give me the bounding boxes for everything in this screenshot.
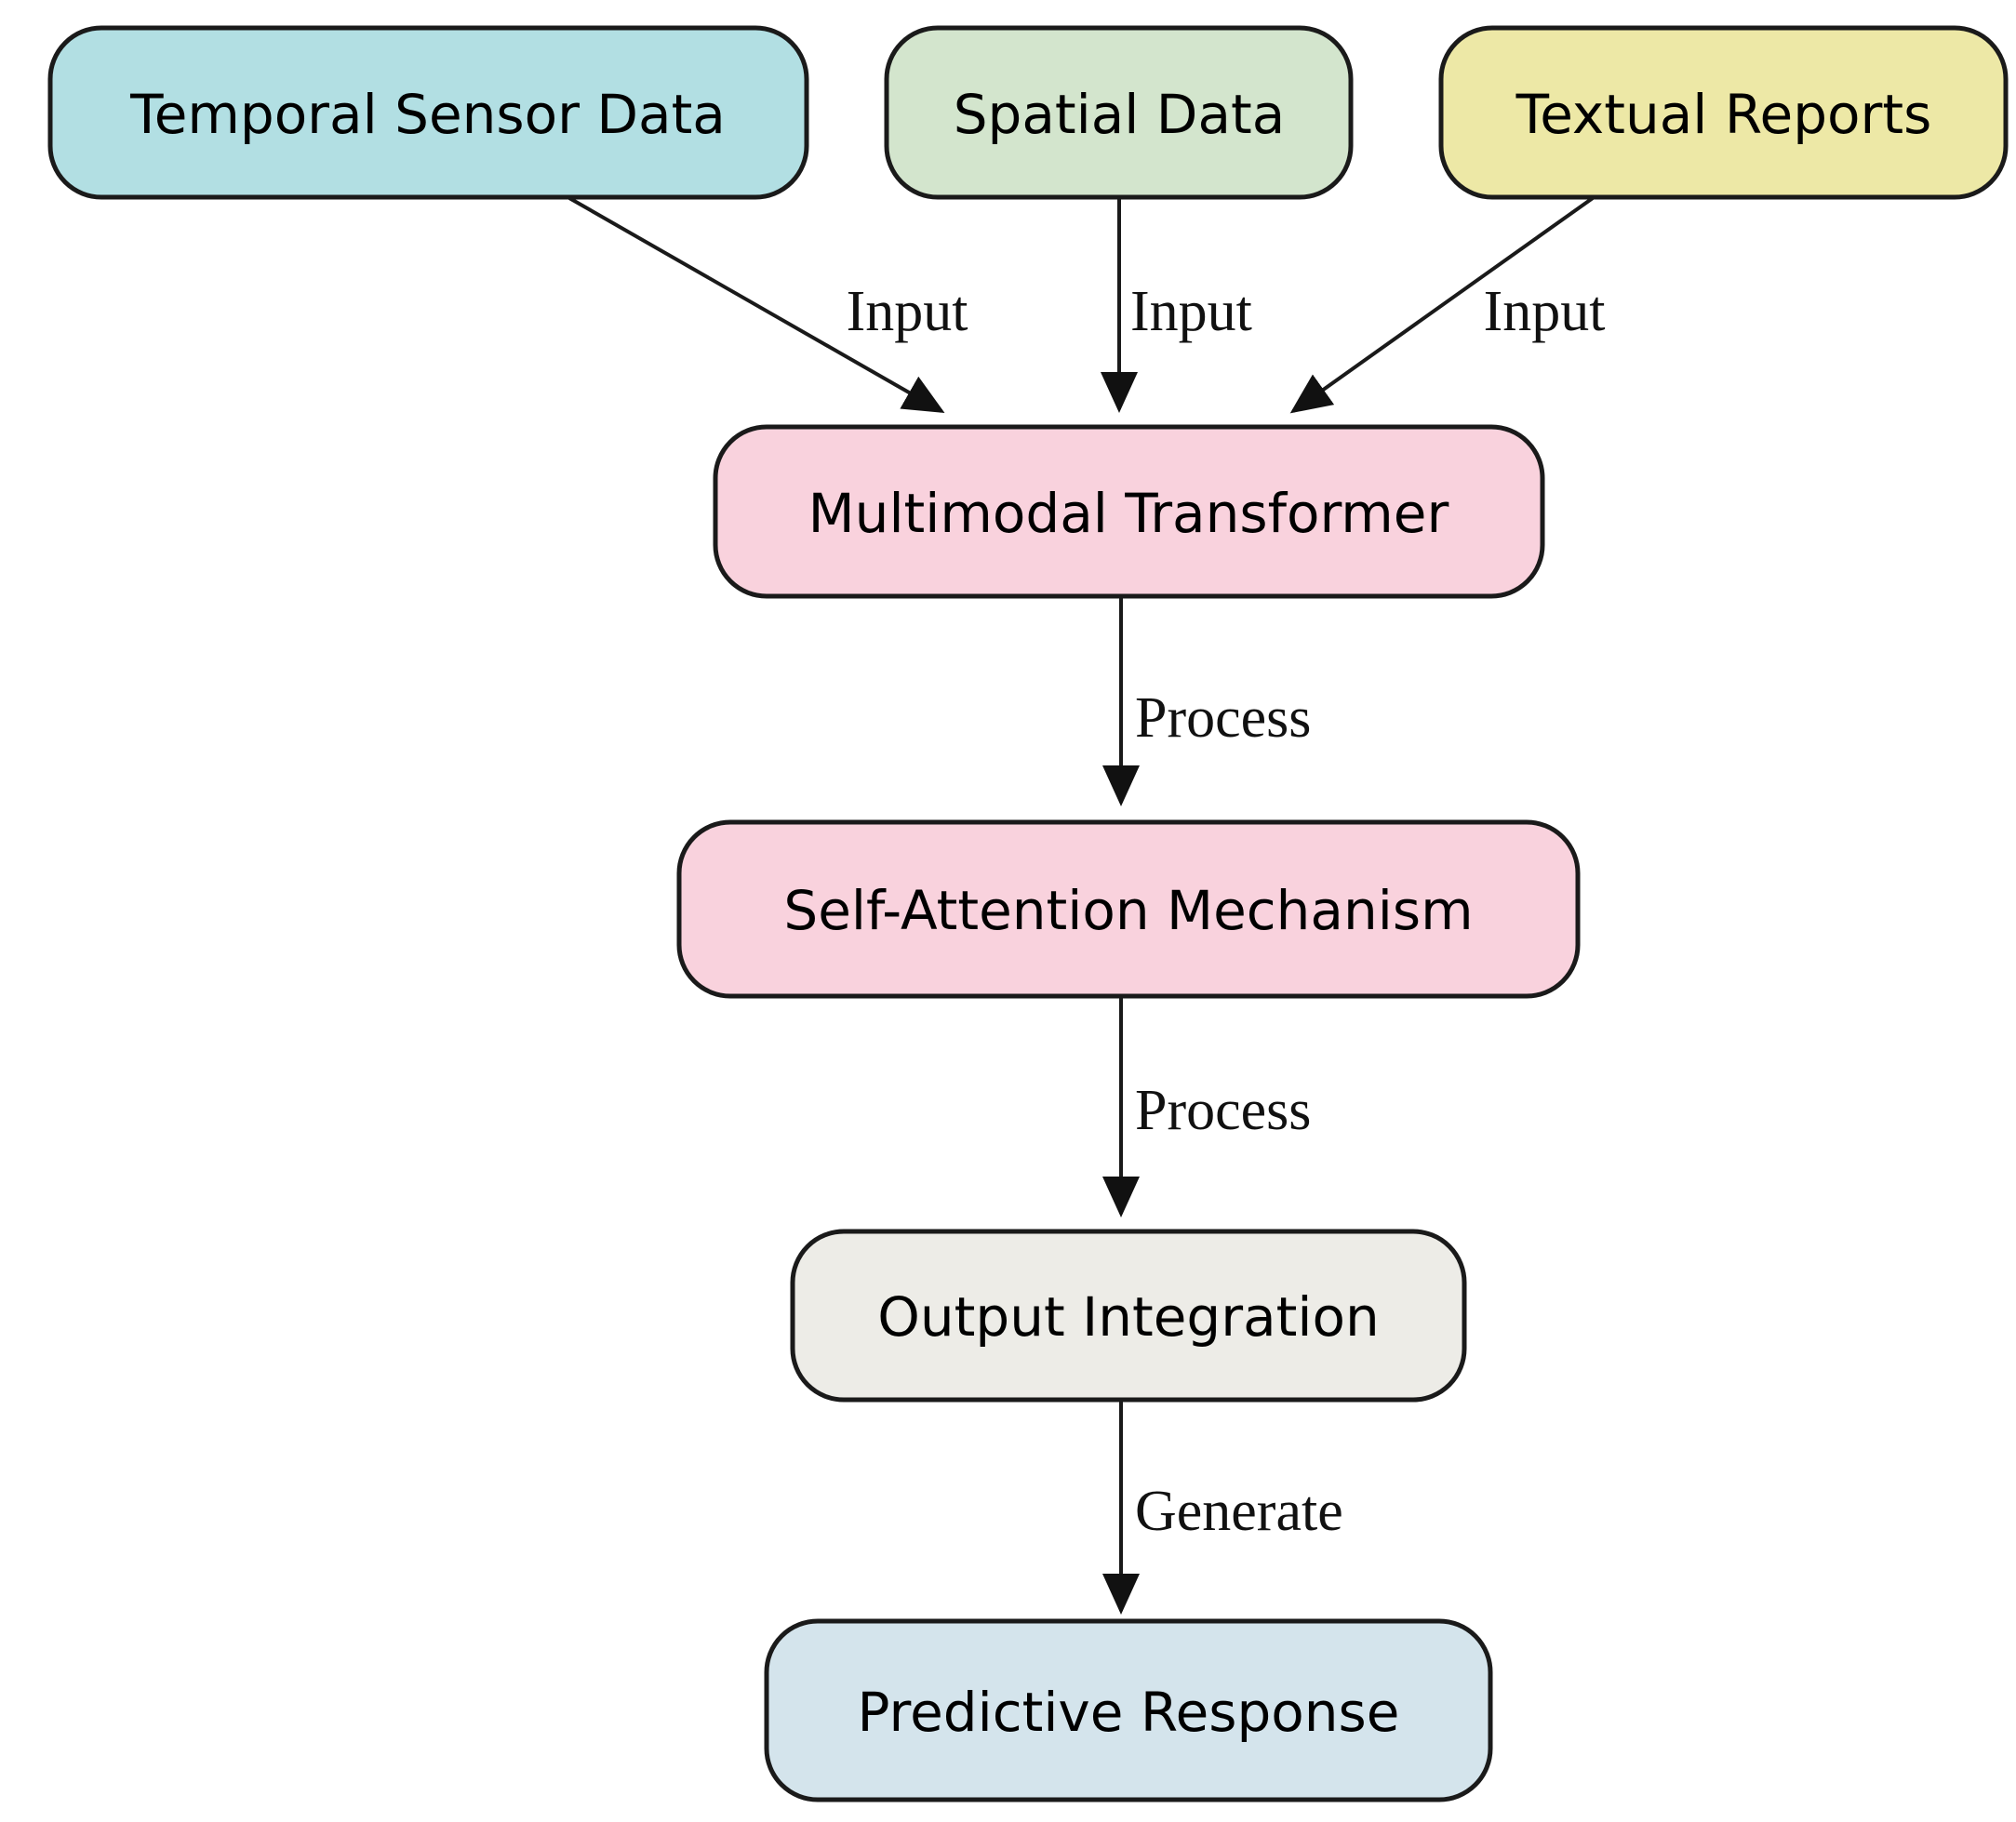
node-textual-reports-shape: [1438, 25, 2009, 200]
node-spatial-data: Spatial Data: [884, 25, 1354, 200]
node-temporal-sensor-data-shape: [47, 25, 809, 200]
edge-label-input-middle: Input: [1130, 280, 1252, 343]
edge-label-generate: Generate: [1135, 1480, 1343, 1543]
node-self-attention-mechanism: Self-Attention Mechanism: [676, 819, 1581, 999]
node-textual-reports: Textual Reports: [1438, 25, 2009, 200]
node-multimodal-transformer-label: Multimodal Transformer: [808, 482, 1449, 545]
node-temporal-sensor-data: Temporal Sensor Data: [47, 25, 809, 200]
edge-label-input-right: Input: [1484, 280, 1606, 343]
node-multimodal-transformer: Multimodal Transformer: [713, 424, 1545, 599]
node-predictive-response: Predictive Response: [764, 1618, 1493, 1802]
node-self-attention-mechanism-label: Self-Attention Mechanism: [783, 879, 1473, 942]
edge-temporal-to-transformer: [568, 196, 945, 413]
node-self-attention-mechanism-shape: [676, 819, 1581, 999]
node-multimodal-transformer-shape: [713, 424, 1545, 599]
node-temporal-sensor-data-label: Temporal Sensor Data: [129, 83, 726, 146]
node-predictive-response-label: Predictive Response: [858, 1681, 1400, 1744]
node-spatial-data-shape: [884, 25, 1354, 200]
edge-textual-to-transformer: [1289, 196, 1595, 414]
node-spatial-data-label: Spatial Data: [954, 83, 1286, 146]
edge-label-input-left: Input: [847, 280, 968, 343]
node-output-integration: Output Integration: [790, 1229, 1467, 1403]
node-textual-reports-label: Textual Reports: [1515, 83, 1932, 146]
node-output-integration-label: Output Integration: [877, 1285, 1380, 1349]
edge-label-process-2: Process: [1135, 1079, 1311, 1142]
edge-label-process-1: Process: [1135, 686, 1311, 750]
edge-group: Input Input Input Process Process Genera…: [568, 196, 1606, 1615]
node-output-integration-shape: [790, 1229, 1467, 1403]
node-predictive-response-shape: [764, 1618, 1493, 1802]
